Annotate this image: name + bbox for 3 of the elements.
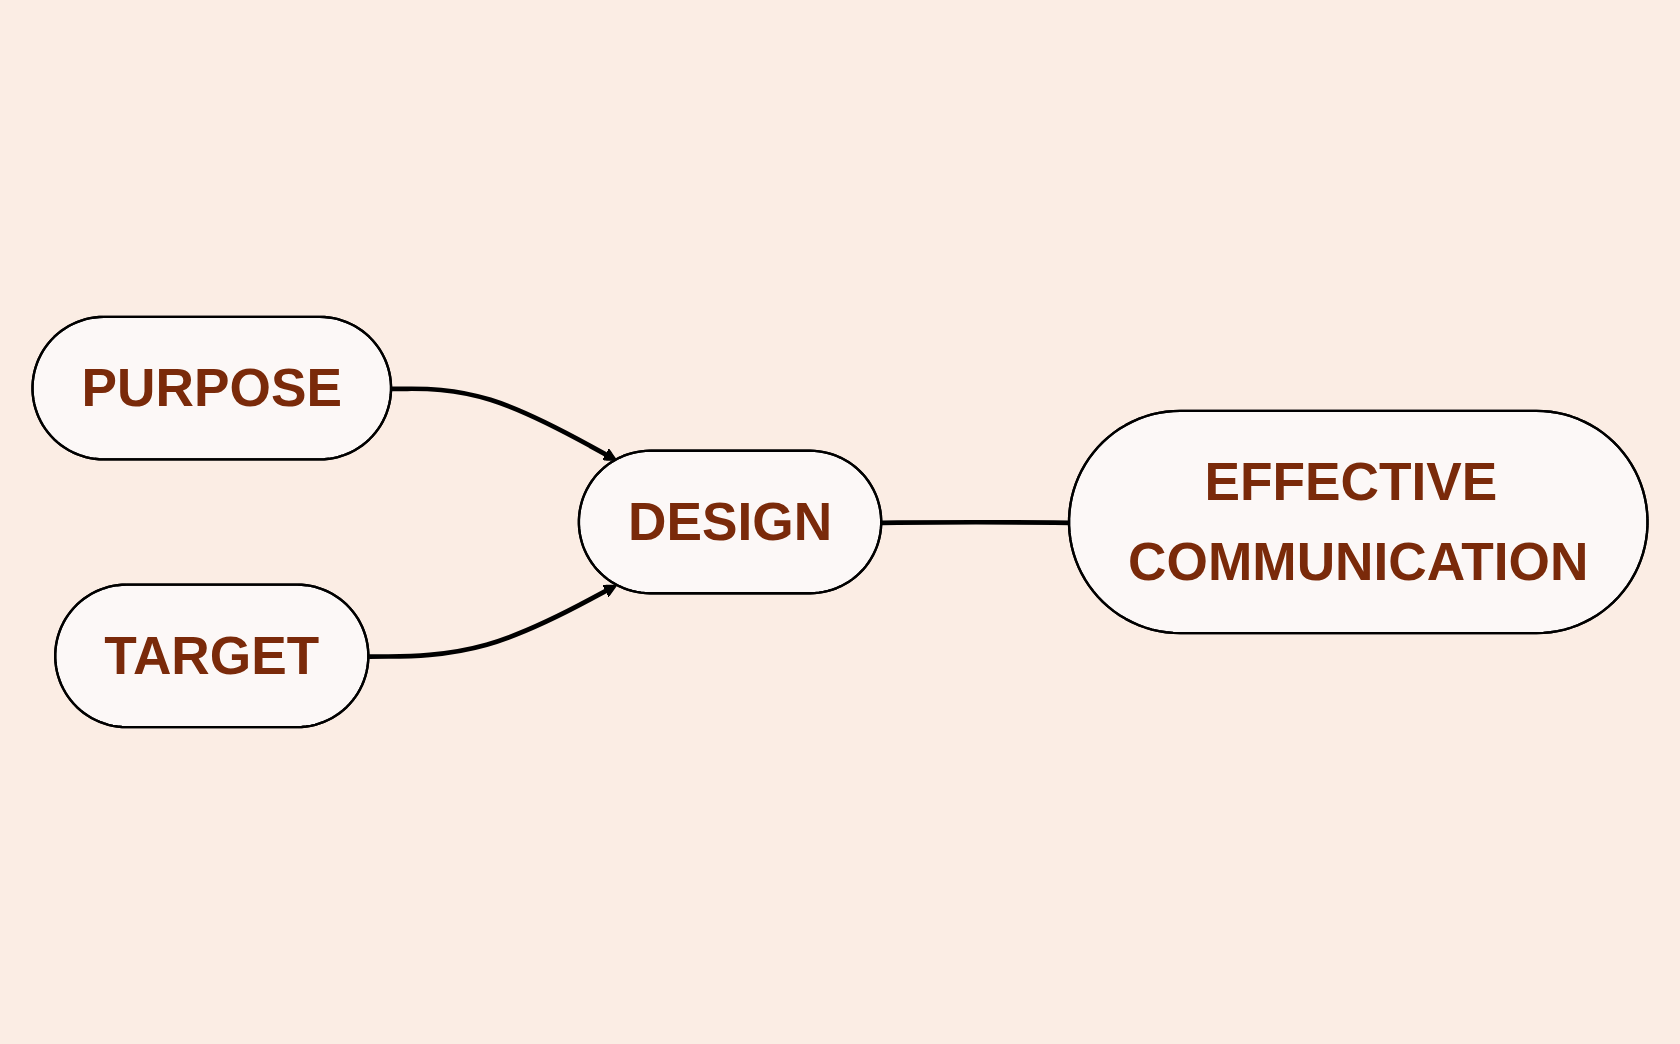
connector (881, 519, 1070, 526)
arrow (391, 386, 618, 461)
arrow (369, 584, 618, 659)
